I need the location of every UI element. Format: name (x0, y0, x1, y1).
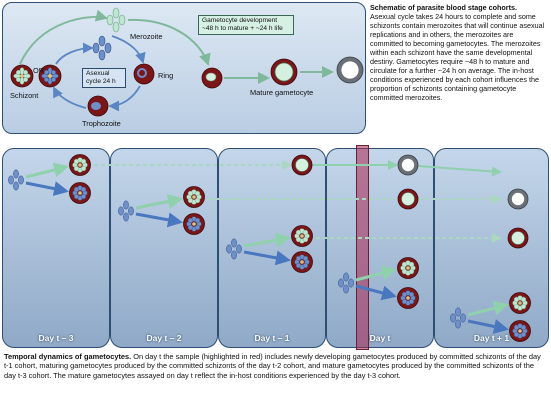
day-t-sample-highlight (356, 145, 369, 350)
schematic-description: Schematic of parasite blood stage cohort… (370, 3, 548, 102)
caption: Temporal dynamics of gametocytes. On day… (4, 352, 547, 380)
schizont-asexual-3 (397, 287, 419, 309)
day-label: Day t – 1 (254, 333, 290, 343)
cohort-merozoites-1 (118, 200, 134, 222)
gametocyte-arrow (417, 165, 502, 177)
gametocyte-mature-t-plus-1 (507, 227, 529, 249)
panel-day-t-minus-1: Day t – 1 (218, 148, 326, 348)
trophozoite-icon (87, 95, 109, 117)
schizont-asexual-1 (183, 213, 205, 235)
day-label: Day t – 2 (146, 333, 182, 343)
cycle-arrow-troph (108, 85, 141, 112)
schematic-title: Schematic of parasite blood stage cohort… (370, 3, 517, 12)
schizont-committed-1 (183, 186, 205, 208)
schizont-asexual-2 (291, 251, 313, 273)
day-label: Day t – 3 (38, 333, 74, 343)
cycle-arrow-schizont (53, 86, 87, 109)
arrow-committed (355, 265, 397, 282)
developing-gametocyte-icon (201, 67, 223, 89)
caption-title: Temporal dynamics of gametocytes. (4, 352, 132, 361)
caption-text: On day t the sample (highlighted in red)… (4, 352, 541, 380)
schizont-committed-2 (291, 225, 313, 247)
label-schizont: Schizont (10, 91, 39, 100)
label-merozoite: Merozoite (130, 32, 163, 41)
ring-icon (133, 63, 155, 85)
schizont-green-icon (10, 64, 34, 88)
schizont-asexual-0 (69, 182, 91, 204)
commit-arrow-merozoite (19, 9, 108, 65)
arrow-committed (243, 232, 291, 248)
arrow-asexual (25, 181, 69, 197)
gametocyte-mature-t (397, 188, 419, 210)
gametocyte-mature-t-minus-1 (291, 154, 313, 176)
cohort-merozoites-2 (226, 238, 242, 260)
label-ring: Ring (158, 71, 174, 80)
schizont-blue-icon (38, 64, 62, 88)
label-or: OR (33, 66, 45, 75)
merozoite-green-cluster (106, 7, 126, 33)
arrow-asexual (355, 284, 397, 301)
schizont-asexual-4 (509, 320, 531, 342)
cycle-arrow-merozoite (55, 42, 94, 65)
arrow-asexual (135, 212, 183, 228)
schizont-committed-4 (509, 292, 531, 314)
label-mature-gametocyte: Mature gametocyte (250, 88, 314, 97)
day-label: Day t (369, 333, 391, 343)
cohort-merozoites-0 (8, 169, 24, 191)
gametocyte-aged-t (397, 154, 419, 176)
panel-day-t-minus-2: Day t – 2 (110, 148, 218, 348)
schizont-committed-3 (397, 257, 419, 279)
schematic-paragraph: Asexual cycle takes 24 hours to complete… (370, 12, 545, 102)
asexual-cycle-label: Asexual cycle 24 h (82, 68, 126, 88)
mature-gametocyte-icon (270, 58, 298, 86)
arrow-asexual (243, 250, 291, 266)
arrow-asexual (467, 319, 509, 334)
gametocyte-development-label: Gametocyte development ~48 h to mature +… (198, 15, 294, 35)
merozoite-blue-cluster (92, 35, 112, 61)
arrow-committed (135, 194, 183, 210)
aged-gametocyte-icon (336, 56, 364, 84)
schizont-committed-0 (69, 154, 91, 176)
cohort-merozoites-3 (338, 272, 354, 294)
gametocyte-aged-t-plus-1 (507, 188, 529, 210)
day-label: Day t + 1 (473, 333, 510, 343)
commit-arrow-gametocyte (127, 18, 211, 66)
arrow-committed (25, 162, 69, 179)
arrow-committed (467, 300, 509, 317)
cohort-merozoites-4 (450, 307, 466, 329)
panel-day-t: Day t (326, 148, 434, 348)
label-trophozoite: Trophozoite (82, 119, 121, 128)
cycle-arrow-ring (111, 35, 146, 64)
